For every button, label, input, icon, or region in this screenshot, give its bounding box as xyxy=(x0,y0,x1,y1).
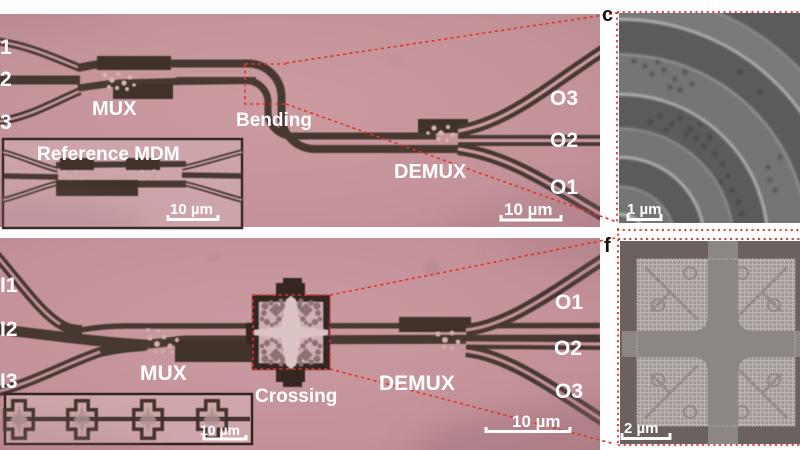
svg-text:10 µm: 10 µm xyxy=(504,200,553,219)
svg-text:3: 3 xyxy=(0,111,12,134)
svg-text:O2: O2 xyxy=(550,129,578,152)
svg-text:2: 2 xyxy=(0,68,12,91)
svg-text:Bending: Bending xyxy=(236,110,312,131)
svg-text:MUX: MUX xyxy=(92,98,137,120)
svg-text:DEMUX: DEMUX xyxy=(379,372,455,395)
svg-text:c: c xyxy=(602,4,613,26)
svg-text:f: f xyxy=(604,235,611,257)
svg-text:DEMUX: DEMUX xyxy=(394,161,467,183)
svg-text:O1: O1 xyxy=(550,176,578,199)
svg-text:O1: O1 xyxy=(555,291,583,314)
svg-text:I2: I2 xyxy=(0,318,18,341)
svg-text:O2: O2 xyxy=(554,337,582,360)
svg-text:I1: I1 xyxy=(0,274,18,297)
svg-text:1: 1 xyxy=(0,36,12,59)
svg-text:O3: O3 xyxy=(555,380,583,403)
svg-text:10 µm: 10 µm xyxy=(512,412,561,431)
svg-text:1 µm: 1 µm xyxy=(627,201,662,218)
svg-text:10 µm: 10 µm xyxy=(200,422,240,438)
svg-text:MUX: MUX xyxy=(140,362,187,385)
svg-text:O3: O3 xyxy=(550,87,578,110)
svg-text:Reference MDM: Reference MDM xyxy=(37,144,180,165)
svg-text:2 µm: 2 µm xyxy=(624,420,659,437)
svg-text:I3: I3 xyxy=(0,370,18,393)
svg-text:Crossing: Crossing xyxy=(255,386,337,407)
svg-text:10 µm: 10 µm xyxy=(170,201,213,218)
